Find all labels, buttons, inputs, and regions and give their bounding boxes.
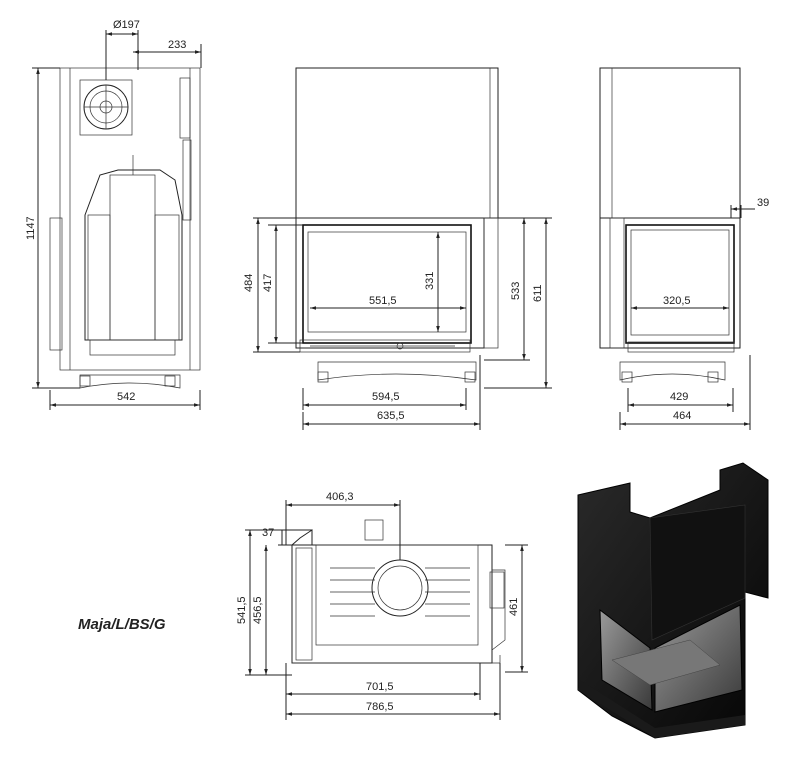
dim-glass-width: 551,5 bbox=[369, 295, 397, 307]
top-fins bbox=[330, 567, 470, 617]
dim-width-body: 701,5 bbox=[366, 681, 394, 693]
dim-glass-height: 417 bbox=[262, 274, 274, 292]
dim-total-height: 611 bbox=[532, 284, 544, 302]
dim-height: 1147 bbox=[25, 216, 37, 240]
dim-flue-y: 37 bbox=[262, 527, 274, 539]
dim-flue-x: 406,3 bbox=[326, 491, 354, 503]
dim-depth-body: 456,5 bbox=[252, 596, 264, 624]
dim-glass-height-inner: 331 bbox=[424, 272, 436, 290]
dim-body-height: 533 bbox=[510, 282, 522, 300]
dim-total-width: 635,5 bbox=[377, 410, 405, 422]
dim-offset: 39 bbox=[757, 197, 769, 209]
dim-opening-height: 484 bbox=[243, 274, 255, 292]
dim-glass-width-right: 320,5 bbox=[663, 295, 691, 307]
dim-depth-side: 461 bbox=[508, 598, 520, 616]
right-view: 39 320,5 429 464 bbox=[599, 67, 769, 430]
front-view: 484 417 331 551,5 533 611 594,5 635,5 bbox=[243, 67, 552, 430]
dim-flue-diameter: Ø197 bbox=[113, 19, 140, 31]
top-flue-collar bbox=[371, 559, 429, 617]
side-view: Ø197 233 1147 542 bbox=[25, 19, 202, 410]
dim-flue-offset: 233 bbox=[168, 39, 186, 51]
control-row bbox=[310, 342, 455, 350]
fireplace-3d-render bbox=[577, 462, 769, 739]
dim-depth: 542 bbox=[117, 391, 135, 403]
dim-total-width-right: 464 bbox=[673, 410, 691, 422]
top-view: 406,3 37 541,5 456,5 461 701,5 786,5 bbox=[236, 491, 528, 720]
dim-base-width-right: 429 bbox=[670, 391, 688, 403]
dim-width-total: 786,5 bbox=[366, 701, 394, 713]
dim-base-width: 594,5 bbox=[372, 391, 400, 403]
flue-collar bbox=[79, 79, 133, 136]
dim-depth-total: 541,5 bbox=[236, 596, 248, 624]
model-name: Maja/L/BS/G bbox=[78, 616, 166, 633]
